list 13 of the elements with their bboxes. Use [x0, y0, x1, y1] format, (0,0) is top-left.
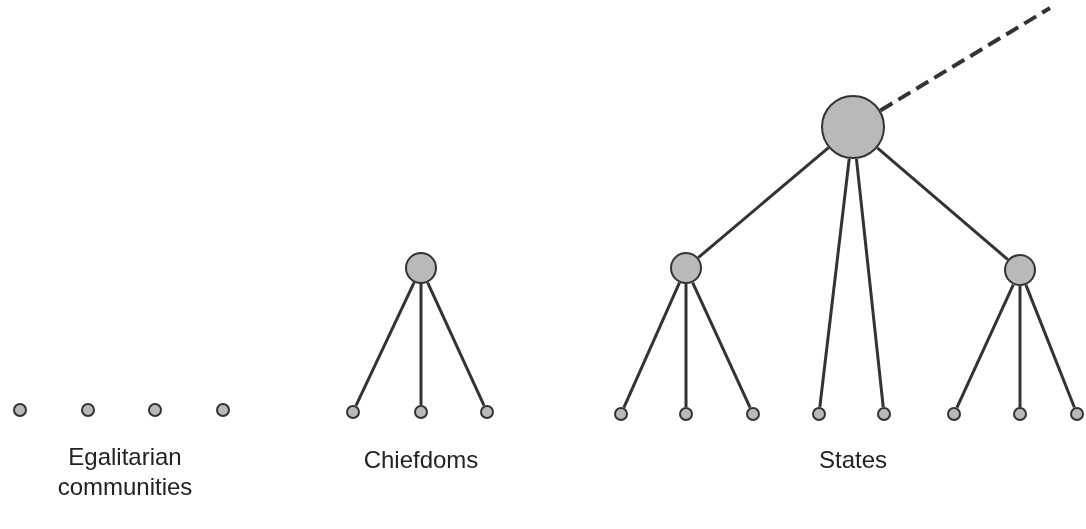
connector-line [622, 282, 681, 409]
group-label: Chiefdoms [362, 445, 480, 475]
group-label: Egalitarian communities [56, 442, 194, 502]
connector-line [876, 146, 1009, 261]
dashed-line [879, 6, 1052, 113]
connector-line [1018, 286, 1022, 407]
connector-line [419, 284, 423, 405]
connector-line [818, 158, 851, 408]
connector-line [684, 284, 688, 407]
connector-line [697, 146, 830, 259]
connector-line [1024, 284, 1076, 409]
connector-line [854, 158, 885, 408]
group-label: States [817, 445, 888, 475]
